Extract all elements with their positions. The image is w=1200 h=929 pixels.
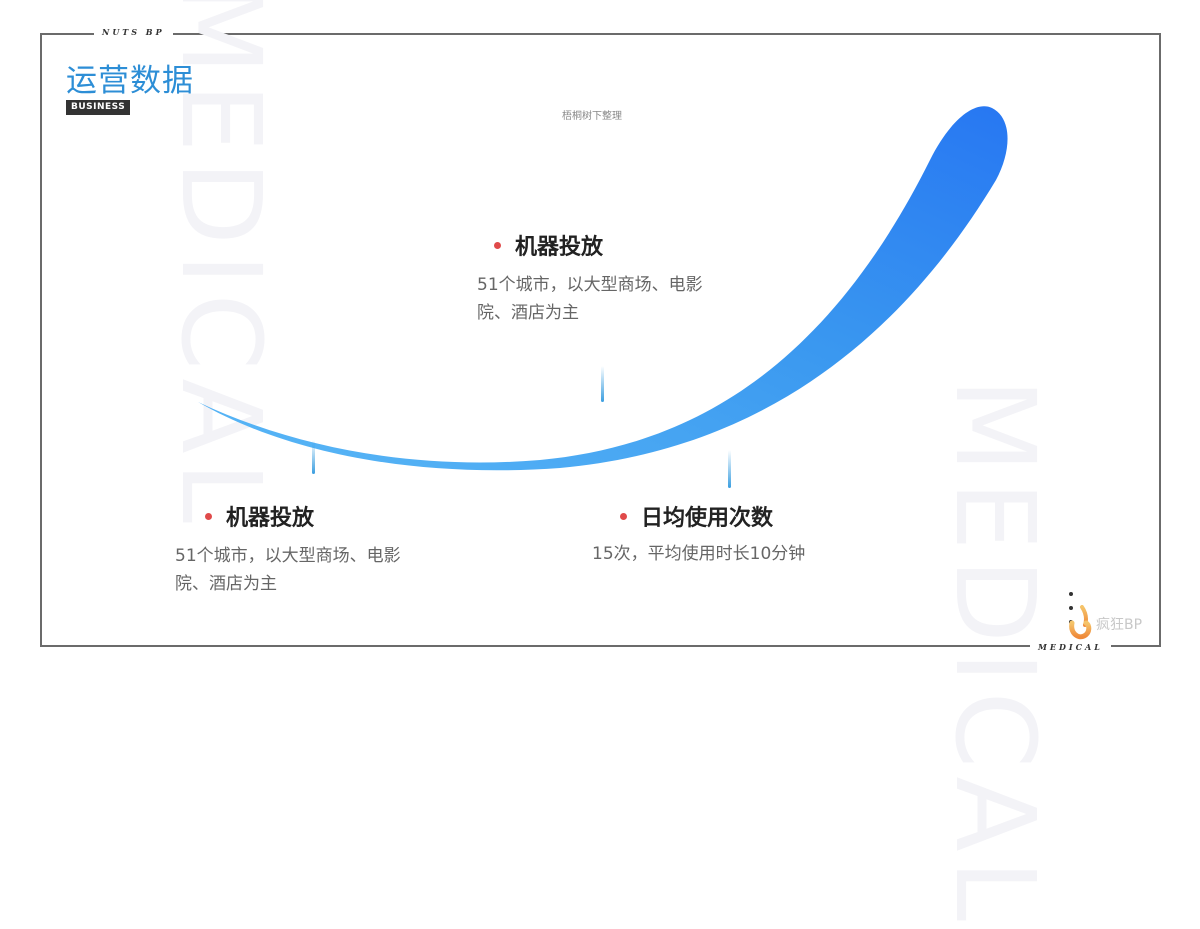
block-heading-text: 机器投放 [226, 506, 315, 531]
marker-drop-1 [601, 366, 604, 402]
block-description: 51个城市，以大型商场、电影院、酒店为主 [477, 275, 703, 323]
marker-drop-3 [728, 450, 731, 488]
block-heading: 日均使用次数 [620, 500, 852, 532]
frame-bottom-label: MEDICAL [1030, 642, 1111, 652]
bullet-icon [620, 512, 627, 520]
block-description: 15次，平均使用时长10分钟 [592, 544, 806, 564]
growth-curve-graphic [198, 106, 1008, 471]
block-heading: 机器投放 [205, 500, 425, 532]
brand-logo-icon [1069, 605, 1092, 640]
info-block-machine-deploy-bottom: 机器投放 51个城市，以大型商场、电影院、酒店为主 [175, 500, 425, 598]
frame-top-label: NUTS BP [94, 27, 173, 37]
page-title: 运营数据 [66, 63, 194, 99]
brand-logo-text: 疯狂BP [1096, 617, 1143, 633]
block-heading: 机器投放 [494, 229, 727, 261]
source-subtitle: 梧桐树下整理 [562, 111, 622, 122]
block-heading-text: 日均使用次数 [641, 506, 774, 531]
business-tag: BUSINESS [66, 100, 131, 115]
block-description: 51个城市，以大型商场、电影院、酒店为主 [175, 546, 401, 594]
info-block-daily-usage: 日均使用次数 15次，平均使用时长10分钟 [592, 500, 852, 568]
slide-frame [40, 33, 1161, 647]
marker-drop-2 [312, 440, 315, 474]
bullet-icon [494, 241, 501, 249]
info-block-machine-deploy-top: 机器投放 51个城市，以大型商场、电影院、酒店为主 [477, 229, 727, 327]
watermark-left-text: MEDICAL [157, 0, 285, 531]
bullet-icon [205, 512, 212, 520]
block-heading-text: 机器投放 [515, 235, 604, 260]
curve-shape [198, 106, 1008, 471]
watermark-left: MEDICAL [157, 0, 285, 531]
